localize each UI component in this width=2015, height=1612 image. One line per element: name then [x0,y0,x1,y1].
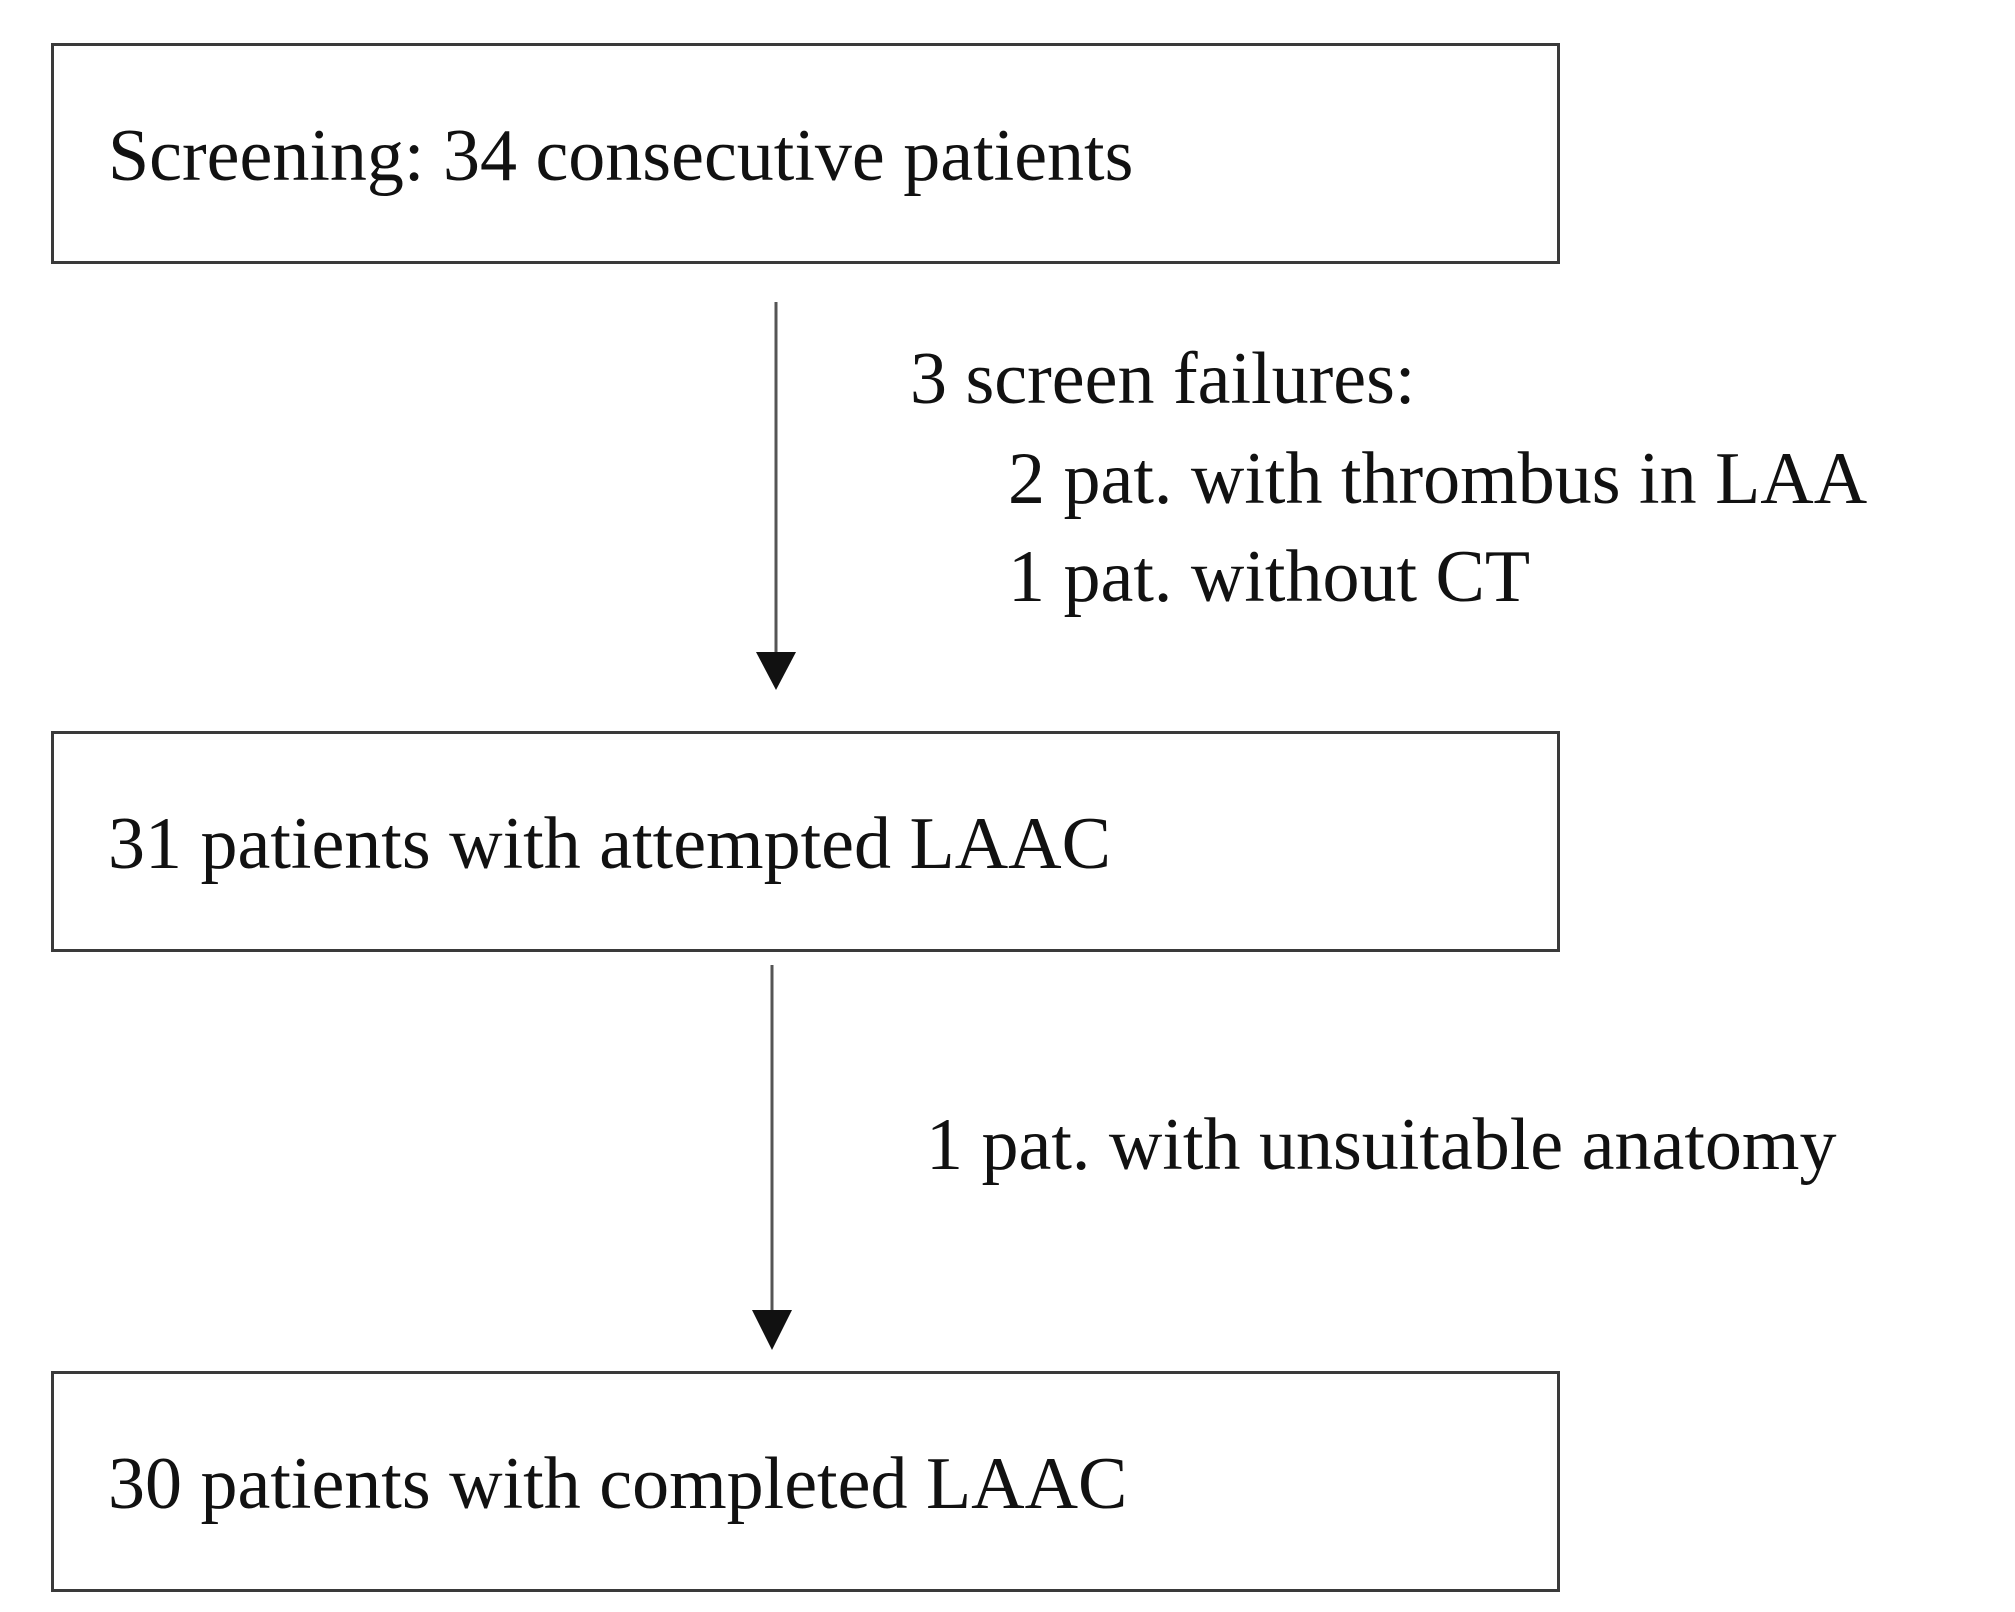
arrow-screening-to-attempted [756,302,796,690]
screening-label: Screening: 34 consecutive patients [108,114,1134,197]
screen-failure-item-no-ct: 1 pat. without CT [1008,536,1531,618]
completed-laac-label: 30 patients with completed LAAC [108,1442,1128,1525]
completed-laac-box: 30 patients with completed LAAC [51,1371,1560,1592]
attempted-laac-box: 31 patients with attempted LAAC [51,731,1560,952]
attempted-laac-label: 31 patients with attempted LAAC [108,802,1111,885]
screen-failures-title: 3 screen failures: [910,338,1416,420]
exclusion-unsuitable-anatomy: 1 pat. with unsuitable anatomy [926,1104,1837,1186]
screen-failure-item-thrombus: 2 pat. with thrombus in LAA [1008,438,1868,520]
arrow-attempted-to-completed [752,965,792,1350]
screening-box: Screening: 34 consecutive patients [51,43,1560,264]
